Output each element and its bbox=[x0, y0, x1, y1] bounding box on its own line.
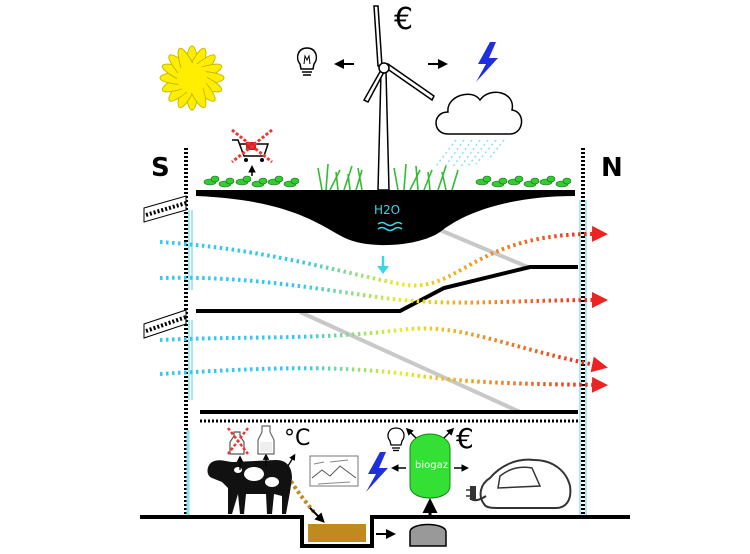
lightbulb-icon bbox=[296, 47, 318, 76]
north-wall bbox=[579, 148, 587, 515]
shopping-cart-crossed-icon bbox=[231, 128, 273, 176]
milk-bottle-icon bbox=[257, 425, 275, 455]
lightning-icon bbox=[476, 42, 498, 82]
biogaz-label: biogaz bbox=[415, 460, 448, 471]
manure-pit-icon bbox=[308, 524, 366, 542]
green-roof-mound bbox=[196, 190, 575, 246]
plants-icon bbox=[203, 175, 572, 188]
wind-turbine-icon bbox=[362, 5, 435, 191]
cow-output-arrows bbox=[236, 453, 296, 470]
h2o-label: H2O bbox=[374, 203, 401, 217]
biogas-tank-icon bbox=[409, 433, 451, 499]
water-wave-icon bbox=[377, 221, 403, 232]
floor-slab-middle bbox=[196, 265, 578, 313]
air-flow-2 bbox=[159, 275, 608, 309]
cow-icon bbox=[207, 460, 292, 514]
celsius-label: °C bbox=[284, 426, 311, 451]
air-flow-3 bbox=[159, 326, 608, 373]
rain-cloud-icon bbox=[435, 91, 523, 169]
grass-icon bbox=[317, 163, 459, 191]
air-flow-4 bbox=[159, 366, 608, 393]
lightning-bottom-icon bbox=[366, 452, 388, 492]
storage-tank-icon bbox=[409, 523, 447, 547]
shade-line-lower bbox=[299, 310, 521, 414]
down-arrow-icon bbox=[377, 256, 389, 274]
south-window-upper bbox=[143, 195, 187, 223]
ground-line bbox=[140, 515, 630, 548]
plug-icon bbox=[466, 486, 476, 500]
air-flow-1 bbox=[159, 225, 608, 288]
biogas-arrows bbox=[391, 427, 469, 472]
south-label: S bbox=[151, 153, 170, 183]
landscape-sketch-icon bbox=[309, 455, 359, 487]
north-label: N bbox=[601, 153, 623, 183]
sun-icon bbox=[159, 45, 225, 111]
euro-bottom-icon: € bbox=[456, 422, 474, 455]
south-window-lower bbox=[143, 309, 187, 339]
shade-line-upper bbox=[439, 228, 531, 270]
euro-icon: € bbox=[394, 2, 414, 37]
milk-bottle-crossed-icon bbox=[227, 427, 249, 455]
lightbulb-bottom-icon bbox=[387, 427, 405, 452]
electric-car-icon bbox=[469, 458, 572, 509]
south-wall bbox=[184, 148, 193, 515]
manure-arrow bbox=[309, 507, 325, 523]
air-flows bbox=[159, 225, 608, 393]
